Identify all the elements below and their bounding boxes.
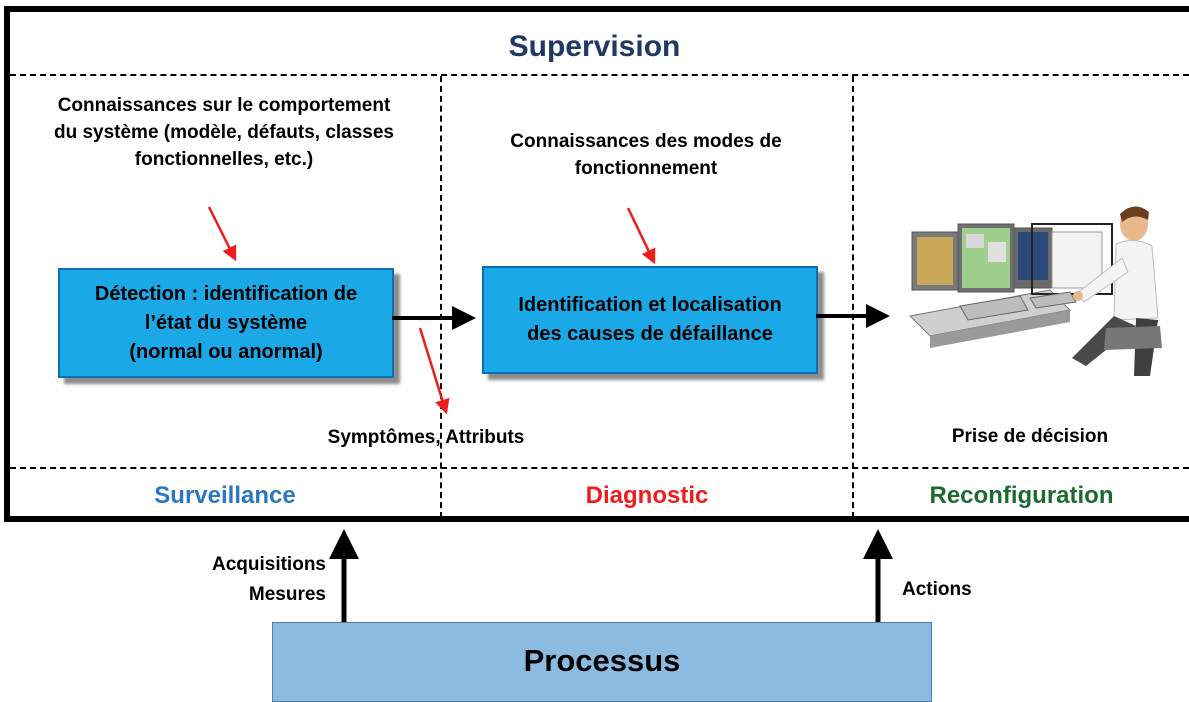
detection-line-1: Détection : identification de [94,282,358,305]
symptoms-label: Symptômes, Attributs [327,427,525,448]
supervision-frame [4,6,1189,522]
operator-illustration [908,206,1162,376]
knowledge-to-detection-arrow [207,206,237,262]
surveillance-knowledge-text: Connaissances sur le comportement du sys… [8,92,440,173]
monitor-outline [1031,223,1113,295]
knowledge-line-2: du système (modèle, défauts, classes [53,122,395,143]
modes-line-2: fonctionnement [574,158,718,179]
arrow-to-symptoms [418,327,450,415]
actions-label: Actions [902,579,972,600]
acquisitions-label: Acquisitions Mesures [150,550,326,610]
keyboard [959,295,1029,321]
operator-chair [1104,326,1162,350]
knowledge-line-1: Connaissances sur le comportement [57,95,391,116]
knowledge-line-3: fonctionnelles, etc.) [134,149,314,170]
identification-line-2: des causes de défaillance [527,323,773,345]
diagram-title: Supervision [508,30,681,63]
process-block: Processus [272,622,932,702]
identification-box: Identification et localisation des cause… [482,266,818,374]
left-column-separator [440,76,442,518]
modes-to-identification-arrow [626,207,656,265]
modes-line-1: Connaissances des modes de [510,131,782,152]
right-column-separator [852,76,854,518]
operator-body [1113,240,1159,321]
section-reconfiguration: Reconfiguration [929,482,1114,509]
decision-label: Prise de décision [951,426,1109,447]
mesures-line: Mesures [248,584,326,605]
acquisitions-line: Acquisitions [211,554,326,575]
detection-line-2: l’état du système [144,311,308,334]
top-dashed-separator [10,74,1189,76]
section-diagnostic: Diagnostic [585,482,709,509]
section-surveillance: Surveillance [154,482,296,509]
detection-line-3: (normal ou anormal) [129,340,323,363]
process-label: Processus [523,643,681,678]
identification-line-1: Identification et localisation [518,294,782,316]
diagnostic-knowledge-text: Connaissances des modes de fonctionnemen… [440,128,852,182]
bottom-dashed-separator [10,467,1189,469]
detection-box: Détection : identification de l’état du … [58,268,394,378]
